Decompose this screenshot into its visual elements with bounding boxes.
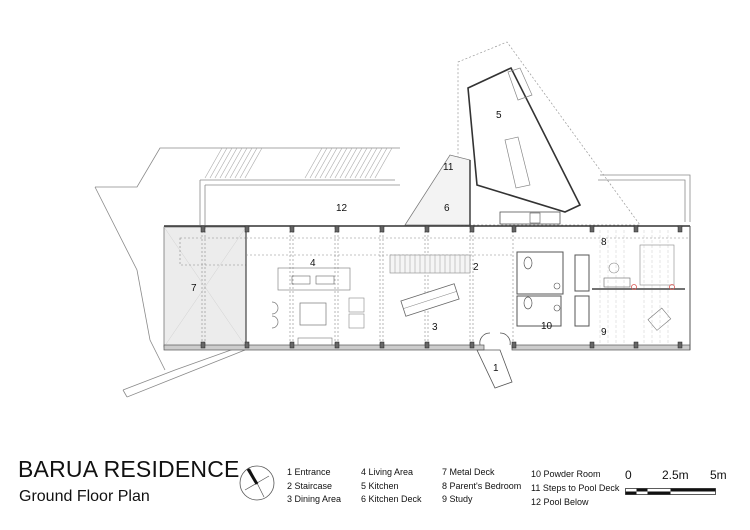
- room-label-12: 12: [336, 203, 348, 214]
- legend-item: 4 Living Area: [361, 467, 414, 477]
- drawing-subtitle: Ground Floor Plan: [19, 488, 150, 505]
- hatch-strips: [204, 147, 393, 179]
- legend-column-2: 4 Living Area 5 Kitchen 6 Kitchen Deck: [361, 466, 422, 507]
- legend-item: 7 Metal Deck: [442, 467, 495, 477]
- room-label-1: 1: [493, 363, 499, 374]
- room-label-11: 11: [443, 162, 454, 173]
- legend-column-4: 10 Powder Room 11 Steps to Pool Deck 12 …: [531, 467, 619, 509]
- legend-item: 5 Kitchen: [361, 480, 399, 491]
- room-label-3: 3: [432, 322, 438, 333]
- scale-tick-5m: 5m: [710, 468, 727, 482]
- room-label-10: 10: [541, 321, 553, 332]
- drawing-title: BARUA RESIDENCE: [18, 456, 240, 482]
- legend-item: 8 Parent's Bedroom: [442, 480, 522, 491]
- north-arrow-icon: [239, 465, 275, 501]
- scale-tick-2-5m: 2.5m: [662, 468, 689, 482]
- legend-item: 10 Powder Room: [531, 469, 601, 479]
- kitchen-wing: [404, 41, 641, 226]
- site-outline: [94, 147, 691, 398]
- room-label-4: 4: [310, 258, 316, 269]
- legend-column-1: 1 Entrance 2 Staircase 3 Dining Area: [287, 466, 341, 507]
- scale-bar-graphic: [625, 488, 716, 495]
- floor-plan-drawing: 1 2 3 4 5 6 7 8 9 10 11 12: [94, 41, 691, 398]
- scale-bar: 0 2.5m 5m: [622, 468, 750, 508]
- room-label-2: 2: [473, 262, 479, 273]
- room-label-9: 9: [601, 327, 607, 338]
- legend-item: 2 Staircase: [287, 480, 333, 491]
- room-label-6: 6: [444, 203, 450, 214]
- legend-item: 12 Pool Below: [531, 497, 589, 507]
- legend-column-3: 7 Metal Deck 8 Parent's Bedroom 9 Study: [442, 466, 521, 507]
- legend-item: 1 Entrance: [287, 467, 331, 477]
- legend-item: 9 Study: [442, 494, 473, 504]
- main-house: [163, 225, 691, 389]
- legend-item: 6 Kitchen Deck: [361, 494, 422, 504]
- scale-tick-0: 0: [625, 468, 632, 482]
- legend-item: 3 Dining Area: [287, 494, 342, 504]
- room-label-7: 7: [191, 283, 197, 294]
- room-label-5: 5: [496, 110, 502, 121]
- legend-item: 11 Steps to Pool Deck: [531, 483, 620, 493]
- room-label-8: 8: [601, 237, 607, 248]
- room-numbers: 1 2 3 4 5 6 7 8 9 10 11 12: [191, 110, 607, 374]
